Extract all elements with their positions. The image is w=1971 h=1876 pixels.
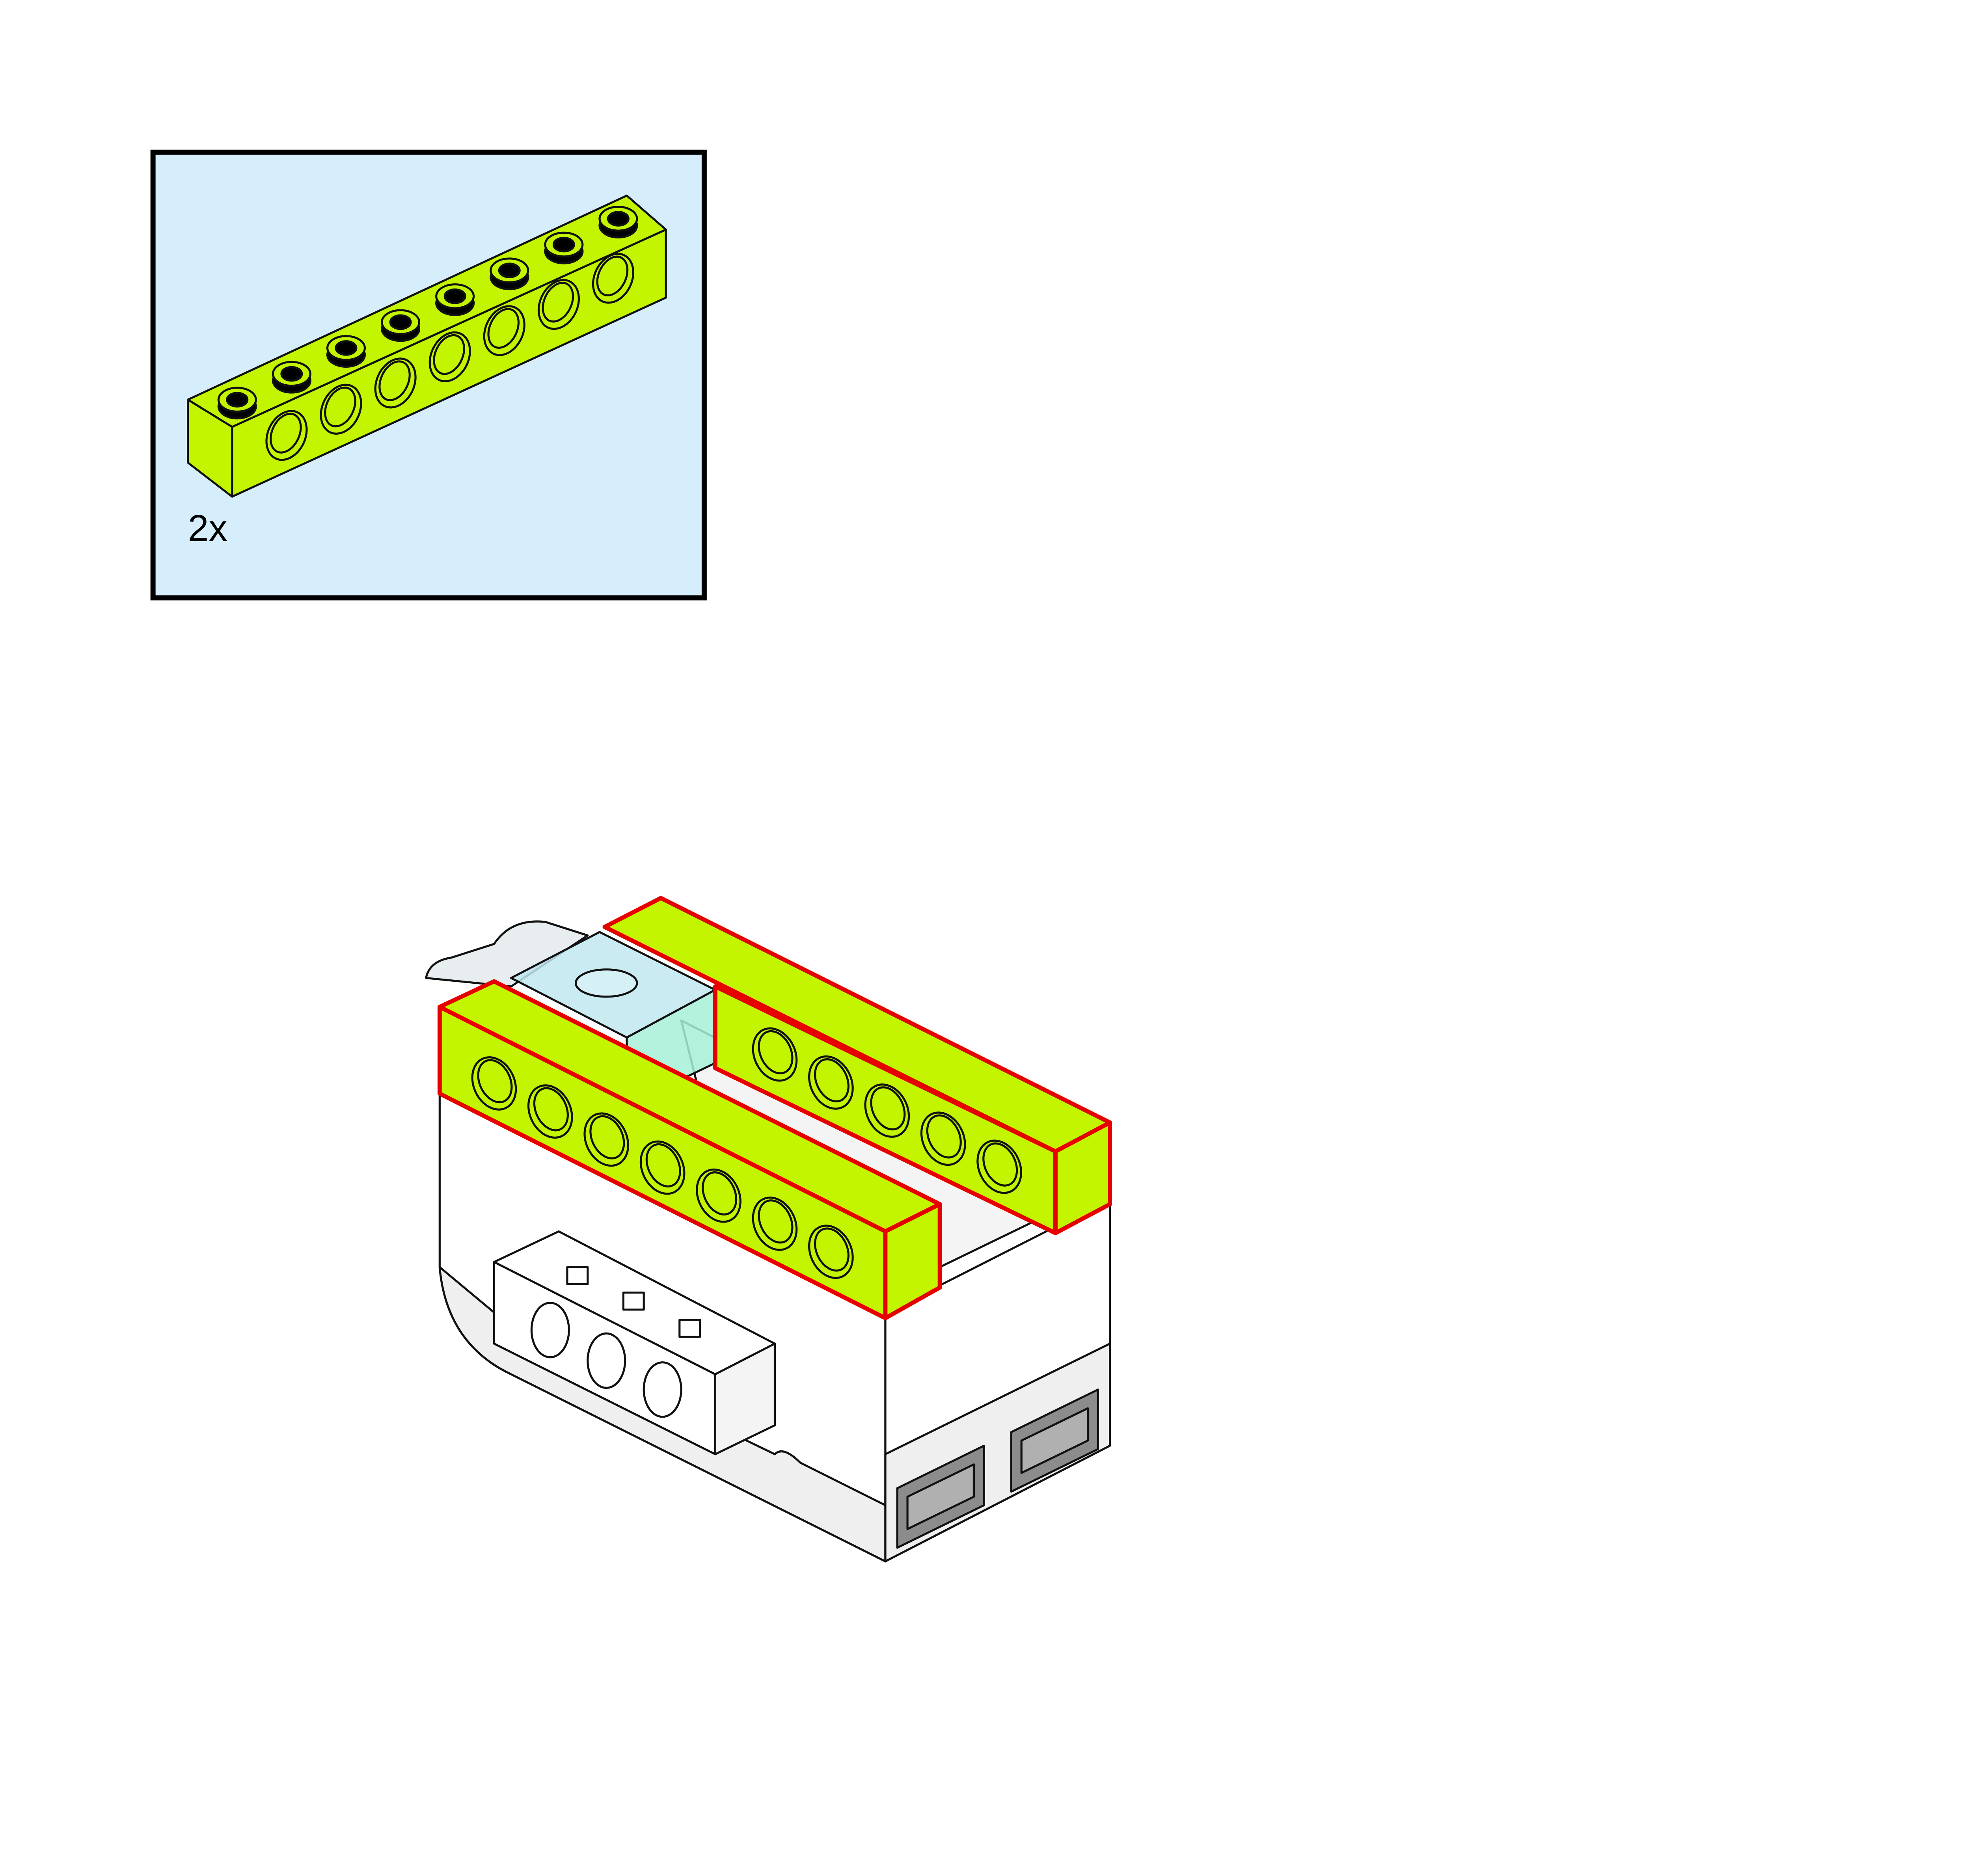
pin-hole-inner (487, 308, 520, 349)
pin-hole-inner (596, 255, 629, 297)
stud-hole (498, 262, 521, 279)
part-quantity: 2x (188, 507, 227, 549)
stud-hole (280, 366, 303, 382)
pin-hole-inner (433, 334, 465, 375)
stud-hole (443, 288, 466, 304)
pin-hole-inner (645, 1143, 681, 1187)
pin-hole-inner (589, 1115, 625, 1159)
pin-hole-inner (270, 413, 302, 454)
pin-hole-inner (378, 360, 411, 401)
hub-handle (425, 920, 589, 988)
pin-hole-inner (982, 1142, 1018, 1187)
parts-callout: 2x (150, 149, 707, 601)
pin-hole-inner (870, 1086, 906, 1131)
pin-hole-inner (533, 1087, 569, 1132)
pin-hole-inner (814, 1058, 850, 1103)
assembly-model (425, 896, 1112, 1563)
pin-hole-inner (814, 1227, 850, 1272)
pin-hole-inner (758, 1199, 794, 1244)
hub-port-1 (896, 1444, 985, 1549)
pin-hole-inner (758, 1030, 794, 1074)
pin-hole-inner (702, 1171, 738, 1216)
hub-port-2 (1010, 1388, 1099, 1493)
stud-hole (389, 314, 412, 330)
pin-hole-inner (926, 1114, 962, 1159)
lime-technic-brick-icon (187, 194, 667, 498)
stud-hole (226, 392, 249, 408)
stud-hole (552, 236, 575, 253)
pin-hole-inner (477, 1059, 513, 1104)
pin-hole-inner (324, 386, 356, 428)
stud-hole (335, 340, 358, 356)
white-technic-brick (493, 1230, 776, 1455)
stud-hole (607, 211, 630, 227)
pin-hole-inner (542, 282, 574, 323)
